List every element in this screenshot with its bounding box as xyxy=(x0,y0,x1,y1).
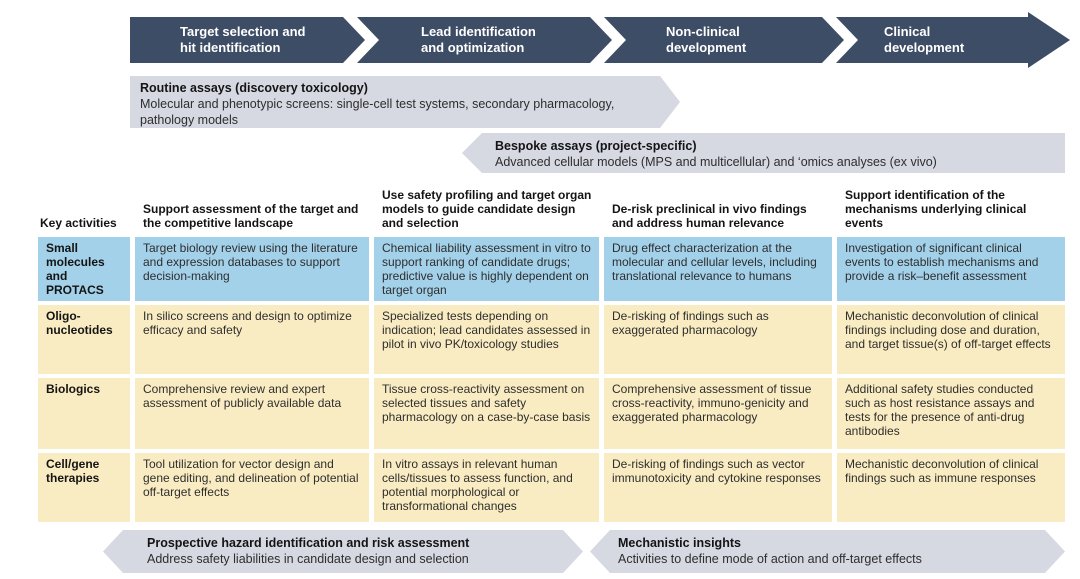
row-label-small-molecules: Small molecules and PROTACS xyxy=(38,237,130,301)
stage-target-selection: Target selection and hit identification xyxy=(130,12,365,68)
table-cell: Additional safety studies conducted such… xyxy=(837,378,1065,449)
stage-label: Clinical development xyxy=(884,23,965,55)
stage-clinical-development: Clinical development xyxy=(836,12,1070,68)
prospective-hazard-banner: Prospective hazard identification and ri… xyxy=(103,530,583,573)
mechanistic-insights-description: Activities to define mode of action and … xyxy=(618,551,922,566)
table-cell: Tool utilization for vector design and g… xyxy=(135,453,369,522)
table-cell: De-risking of findings such as vector im… xyxy=(604,453,832,522)
table-cell: Target biology review using the literatu… xyxy=(135,237,369,301)
mechanistic-insights-banner: Mechanistic insights Activities to defin… xyxy=(590,530,1065,573)
stage-label: Target selection and hit identification xyxy=(180,23,306,55)
row-label-oligonucleotides: Oligo-nucleotides xyxy=(38,305,130,374)
row-label-biologics: Biologics xyxy=(38,378,130,449)
column-header-safety-profiling: Use safety profiling and target organ mo… xyxy=(382,188,592,231)
routine-assays-banner: Routine assays (discovery toxicology) Mo… xyxy=(130,76,680,128)
table-cell: Comprehensive review and expert assessme… xyxy=(135,378,369,449)
table-cell: Investigation of significant clinical ev… xyxy=(837,237,1065,301)
bespoke-assays-banner: Bespoke assays (project-specific) Advanc… xyxy=(462,133,1065,173)
table-cell: Tissue cross-reactivity assessment on se… xyxy=(374,378,599,449)
table-cell: In silico screens and design to optimize… xyxy=(135,305,369,374)
prospective-hazard-description: Address safety liabilities in candidate … xyxy=(147,551,469,566)
mechanistic-insights-title: Mechanistic insights xyxy=(618,535,741,550)
table-cell: In vitro assays in relevant human cells/… xyxy=(374,453,599,522)
column-header-derisk-preclinical: De-risk preclinical in vivo findings and… xyxy=(612,202,807,231)
table-cell: Specialized tests depending on indicatio… xyxy=(374,305,599,374)
table-cell: Comprehensive assessment of tissue cross… xyxy=(604,378,832,449)
prospective-hazard-title: Prospective hazard identification and ri… xyxy=(147,535,470,550)
table-cell: De-risking of findings such as exaggerat… xyxy=(604,305,832,374)
key-activities-table: Key activities Support assessment of the… xyxy=(38,183,1065,522)
table-cell: Mechanistic deconvolution of clinical fi… xyxy=(837,453,1065,522)
bespoke-assays-description: Advanced cellular models (MPS and multic… xyxy=(495,155,937,169)
row-label-cell-gene-therapies: Cell/gene therapies xyxy=(38,453,130,522)
stage-nonclinical-development: Non-clinical development xyxy=(604,12,844,68)
routine-assays-description: Molecular and phenotypic screens: single… xyxy=(140,97,615,127)
column-header-target-assessment: Support assessment of the target and the… xyxy=(143,202,359,231)
table-cell: Chemical liability assessment in vitro t… xyxy=(374,237,599,301)
routine-assays-title: Routine assays (discovery toxicology) xyxy=(140,81,368,95)
bespoke-assays-title: Bespoke assays (project-specific) xyxy=(495,139,697,153)
stage-label: Non-clinical development xyxy=(666,23,747,55)
stage-lead-identification: Lead identification and optimization xyxy=(357,12,612,68)
table-cell: Drug effect characterization at the mole… xyxy=(604,237,832,301)
table-corner-label: Key activities xyxy=(40,216,117,231)
table-cell: Mechanistic deconvolution of clinical fi… xyxy=(837,305,1065,374)
column-header-mechanisms-clinical: Support identification of the mechanisms… xyxy=(845,188,1027,231)
stage-label: Lead identification and optimization xyxy=(421,23,536,55)
